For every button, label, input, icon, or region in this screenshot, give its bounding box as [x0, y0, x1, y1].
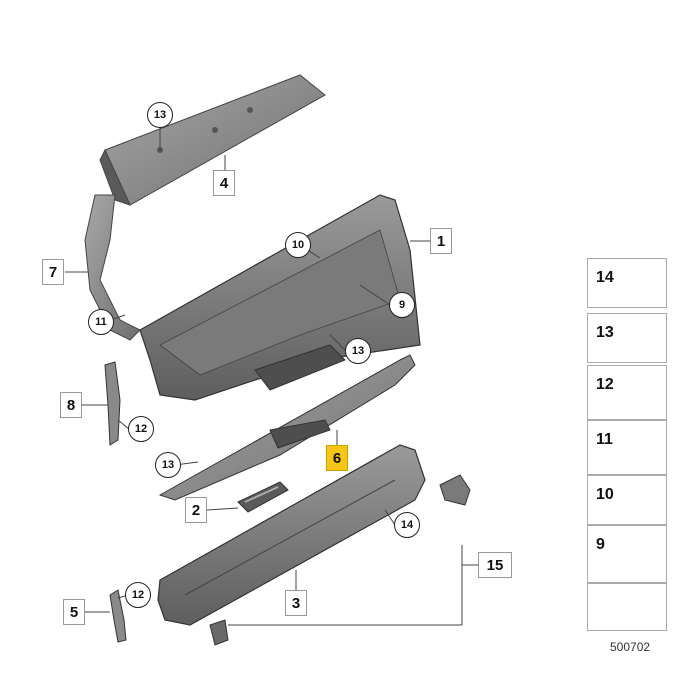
callout-6: 6	[326, 445, 348, 471]
legend-cell-shape	[587, 583, 667, 631]
callout-13-lower: 13	[155, 452, 181, 478]
legend-label: 11	[596, 431, 613, 448]
callout-10: 10	[285, 232, 311, 258]
callout-15: 15	[478, 552, 512, 578]
callout-7: 7	[42, 259, 64, 285]
callout-12-upper: 12	[128, 416, 154, 442]
legend-cell-13: 13	[587, 313, 667, 363]
legend-label: 13	[596, 324, 614, 341]
callout-12-lower: 12	[125, 582, 151, 608]
callout-14: 14	[394, 512, 420, 538]
part-4-upper-trim-strip	[99, 74, 326, 206]
legend-cell-14: 14	[587, 258, 667, 308]
part-6-handle-trim	[158, 354, 416, 501]
legend-cell-10: 10	[587, 475, 667, 525]
callout-8: 8	[60, 392, 82, 418]
part-5-lower-side-trim	[109, 589, 127, 643]
callout-2: 2	[185, 497, 207, 523]
legend-cell-12: 12	[587, 365, 667, 420]
callout-9: 9	[389, 292, 415, 318]
part-15-bracket	[209, 474, 471, 646]
callout-11: 11	[88, 309, 114, 335]
callout-5: 5	[63, 599, 85, 625]
callout-3: 3	[285, 590, 307, 616]
callout-13-mid: 13	[345, 338, 371, 364]
callout-1: 1	[430, 228, 452, 254]
legend-cell-9: 9	[587, 525, 667, 583]
legend-label: 12	[596, 376, 614, 393]
legend-cell-11: 11	[587, 420, 667, 475]
part-3-lower-trim-panel	[157, 444, 426, 626]
callout-13-top: 13	[147, 102, 173, 128]
legend-label: 14	[596, 269, 614, 286]
legend-label: 10	[596, 486, 614, 503]
part-2-grip-insert	[237, 481, 289, 513]
part-8-side-trim-piece	[104, 361, 121, 446]
legend-label: 9	[596, 536, 605, 553]
callout-4: 4	[213, 170, 235, 196]
figure-id: 500702	[610, 640, 651, 654]
